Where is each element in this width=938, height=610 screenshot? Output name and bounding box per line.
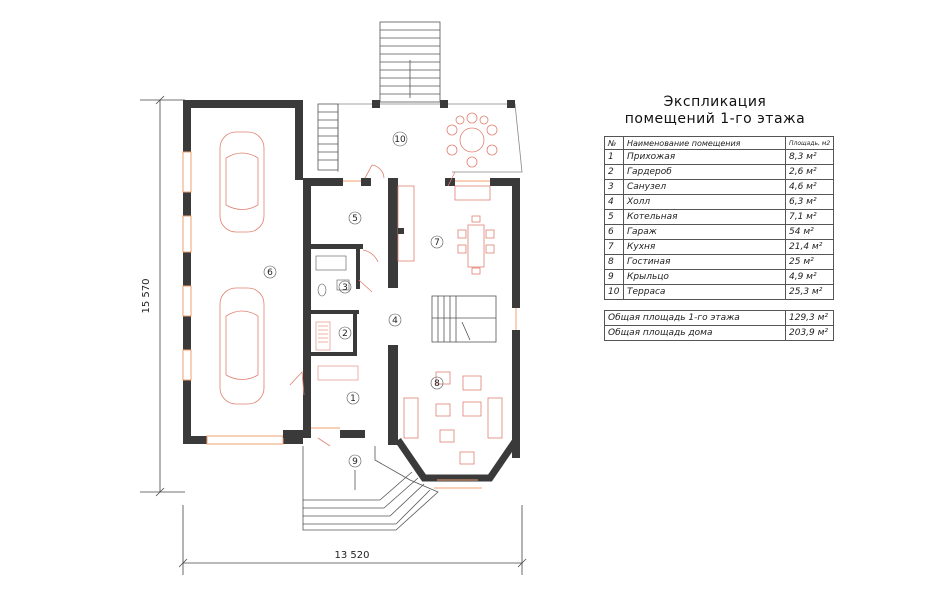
house-windows — [311, 180, 517, 429]
room-label-10: 10 — [394, 135, 406, 145]
terrace-posts — [372, 100, 515, 108]
car-bottom — [219, 287, 265, 405]
room-label-5: 5 — [352, 214, 358, 224]
interior-stair — [431, 295, 497, 343]
doors — [289, 164, 456, 447]
room-label-1: 1 — [350, 394, 356, 404]
dimension-lines — [140, 95, 527, 575]
terrace-table — [446, 112, 498, 168]
wardrobe-rack — [315, 321, 331, 351]
row-name: Гостиная — [623, 254, 786, 270]
house-walls — [283, 178, 520, 458]
row-name: Крыльцо — [623, 269, 786, 285]
header-num: № — [604, 136, 624, 150]
row-area: 2,6 м² — [784, 164, 835, 180]
room-label-3: 3 — [342, 283, 348, 293]
kitchen-furniture — [397, 185, 495, 275]
car-top — [219, 131, 265, 233]
row-num: 9 — [604, 269, 624, 285]
row-num: 4 — [604, 194, 624, 210]
garage-walls — [183, 100, 303, 444]
explication-title: Экспликация — [663, 94, 767, 110]
row-num: 3 — [604, 179, 624, 195]
living-furniture — [403, 371, 503, 465]
width-dimension: 13 520 — [335, 550, 370, 561]
row-area: 7,1 м² — [784, 209, 835, 225]
row-area: 6,3 м² — [784, 194, 835, 210]
header-area: Площадь, м2 — [784, 136, 835, 150]
bay-windows — [434, 479, 482, 489]
row-name: Котельная — [623, 209, 786, 225]
table-gap — [604, 299, 834, 311]
height-dimension: 15 570 — [141, 279, 152, 314]
row-num: 10 — [604, 284, 624, 300]
row-name: Кухня — [623, 239, 786, 255]
row-area: 25 м² — [784, 254, 835, 270]
row-name: Гардероб — [623, 164, 786, 180]
side-stair — [317, 103, 339, 171]
entrance-stair — [302, 446, 439, 531]
row-name: Санузел — [623, 179, 786, 195]
interior-walls — [303, 244, 363, 356]
row-num: 5 — [604, 209, 624, 225]
explication-subtitle: помещений 1-го этажа — [624, 111, 806, 127]
room-label-9: 9 — [352, 457, 358, 467]
row-num: 6 — [604, 224, 624, 240]
terrace — [337, 103, 523, 173]
total-name: Общая площадь дома — [604, 325, 786, 341]
row-num: 2 — [604, 164, 624, 180]
row-num: 7 — [604, 239, 624, 255]
header-name: Наименование помещения — [623, 136, 786, 150]
row-area: 4,6 м² — [784, 179, 835, 195]
row-name: Гараж — [623, 224, 786, 240]
bathroom-fixtures — [315, 255, 350, 297]
row-area: 54 м² — [784, 224, 835, 240]
row-name: Терраса — [623, 284, 786, 300]
total-area: 129,3 м² — [784, 310, 835, 326]
row-area: 8,3 м² — [784, 149, 835, 165]
top-stair — [379, 21, 441, 103]
room-label-6: 6 — [267, 268, 273, 278]
room-label-4: 4 — [392, 316, 398, 326]
garage-windows — [182, 151, 284, 445]
row-name: Прихожая — [623, 149, 786, 165]
table-header-row: № Наименование помещения Площадь, м2 — [604, 136, 835, 150]
row-area: 25,3 м² — [784, 284, 835, 300]
row-num: 1 — [604, 149, 624, 165]
room-label-2: 2 — [342, 329, 348, 339]
room-labels — [263, 131, 444, 468]
row-area: 4,9 м² — [784, 269, 835, 285]
total-name: Общая площадь 1-го этажа — [604, 310, 786, 326]
room-label-7: 7 — [434, 238, 440, 248]
room-label-8: 8 — [434, 379, 440, 389]
row-num: 8 — [604, 254, 624, 270]
entry-furniture — [317, 365, 359, 381]
row-area: 21,4 м² — [784, 239, 835, 255]
row-name: Холл — [623, 194, 786, 210]
bay-walls — [395, 330, 520, 482]
kitchen-fixtures — [398, 228, 404, 234]
total-area: 203,9 м² — [784, 325, 835, 341]
